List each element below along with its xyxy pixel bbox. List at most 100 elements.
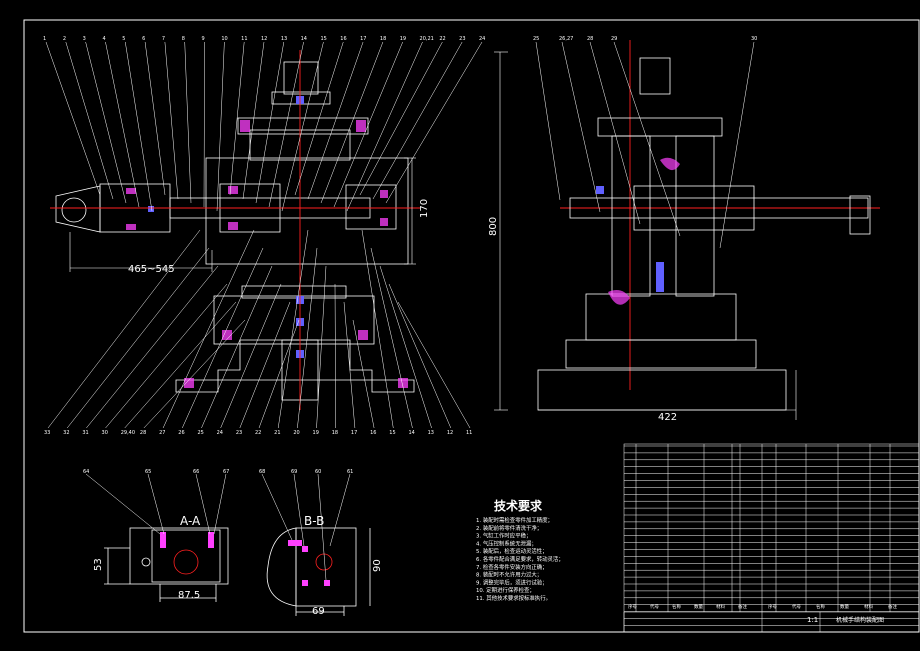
bom-left-header-1: 代号 [650,603,659,610]
notes-line-6: 7. 检查各零件安装方向正确； [476,563,548,571]
callout-top-4: 5 [122,36,125,42]
callout-section-0: 64 [83,469,89,475]
section-aa-label: A-A [180,514,201,528]
centerlines [50,40,880,410]
bom-left-header-2: 名称 [672,603,681,610]
callout-top-12: 13 [281,36,287,42]
bom-left-header-5: 备注 [738,603,747,610]
side-arm-end [849,195,871,235]
callout-top-8: 9 [202,36,205,42]
callout-right-0: 25 [533,36,539,42]
notes-line-3: 4. 气压控制系统无泄漏； [476,539,537,547]
section-bb [266,527,371,616]
callout-right-3: 29 [611,36,617,42]
notes-line-8: 9. 调整完毕后，须进行试验； [476,578,548,586]
callout-bottom-4: 29,40 [121,430,135,436]
bom-right-header-2: 名称 [816,603,825,610]
callout-top-17: 18 [380,36,386,42]
dim-base-width-label: 422 [658,412,677,423]
callout-bottom-18: 15 [389,430,395,436]
callout-top-1: 2 [63,36,66,42]
callout-top-6: 7 [162,36,165,42]
dimension-base-width [538,370,797,420]
callout-top-7: 8 [182,36,185,42]
title-drawing-name: 机械手结构装配图 [836,616,884,624]
front-view-sections [126,120,408,388]
callout-bottom-2: 31 [82,430,88,436]
aa-block [129,527,229,585]
section-aa [104,527,229,602]
callout-bottom-7: 26 [178,430,184,436]
callout-bottom-1: 32 [63,430,69,436]
side-motor [639,57,671,95]
side-arm-housing [633,185,755,231]
callout-top-14: 15 [320,36,326,42]
bom-entries: 序号代号名称数量材料备注序号代号名称数量材料备注 [628,603,897,610]
notes-line-7: 8. 装配时不允许用力过大； [476,571,542,579]
bom-left-header-3: 数量 [694,603,703,610]
rotary-base [213,295,375,345]
bom-right-header-5: 备注 [888,603,897,610]
dimension-height-right [494,51,508,411]
dim-height-right-label: 800 [488,217,499,236]
callout-top-21: 23 [459,36,465,42]
callout-section-1: 65 [145,469,151,475]
callout-bottom-19: 14 [408,430,414,436]
callout-bottom-15: 18 [332,430,338,436]
gripper-jaw [55,185,101,233]
callout-right-4: 30 [751,36,757,42]
bom-left-header-0: 序号 [628,603,637,610]
callout-bottom-13: 20 [293,430,299,436]
aa-bolts [160,532,214,548]
callout-bottom-12: 21 [274,430,280,436]
callout-section-7: 61 [347,469,353,475]
side-column-left [611,135,651,297]
callout-bottom-0: 33 [44,430,50,436]
notes-line-9: 10. 定期进行保养检查； [476,586,535,594]
title-scale: 1:1 [807,616,818,624]
callout-top-0: 1 [43,36,46,42]
callout-section-2: 66 [193,469,199,475]
callout-right-1: 26,27 [559,36,573,42]
callout-section-3: 67 [223,469,229,475]
callout-top-10: 11 [241,36,247,42]
callout-top-13: 14 [301,36,307,42]
callout-right-2: 28 [587,36,593,42]
callout-top-11: 12 [261,36,267,42]
aa-pin [141,557,151,567]
callout-bottom-6: 27 [159,430,165,436]
callout-bottom-8: 25 [197,430,203,436]
notes-line-5: 6. 各零件配合满足要求，转动灵活； [476,555,564,563]
notes-line-0: 1. 装配时需检查零件加工精度； [476,516,553,524]
callout-top-2: 3 [83,36,86,42]
callout-section-5: 69 [291,469,297,475]
front-view-bolts [148,96,304,358]
callout-bottom-14: 19 [313,430,319,436]
notes-list: 1. 装配时需检查零件加工精度；2. 装配前将零件清洗干净；3. 气缸工作时应平… [476,516,564,602]
side-base-foot [537,369,787,411]
callout-top-19: 20,21 [420,36,434,42]
callout-top-18: 19 [400,36,406,42]
notes-title: 技术要求 [494,498,543,513]
right-callouts: 25 26,27 28 29 30 [533,36,757,249]
top-leader-lines [45,41,483,212]
bom-left-header-4: 材料 [716,603,725,610]
callout-top-22: 24 [479,36,485,42]
callout-top-16: 17 [360,36,366,42]
dim-width-label: 465~545 [128,264,175,275]
callout-bottom-11: 22 [255,430,261,436]
bb-arc-part [266,527,297,607]
bill-of-materials [623,443,920,633]
callout-top-15: 16 [340,36,346,42]
aa-height-label: 53 [93,558,104,571]
cylinder-right [345,184,397,230]
callout-top-3: 4 [102,36,105,42]
aa-inner [151,529,221,583]
callout-bottom-5: 28 [140,430,146,436]
section-bb-label: B-B [304,514,324,528]
callout-top-20: 22 [439,36,445,42]
callout-bottom-10: 23 [236,430,242,436]
